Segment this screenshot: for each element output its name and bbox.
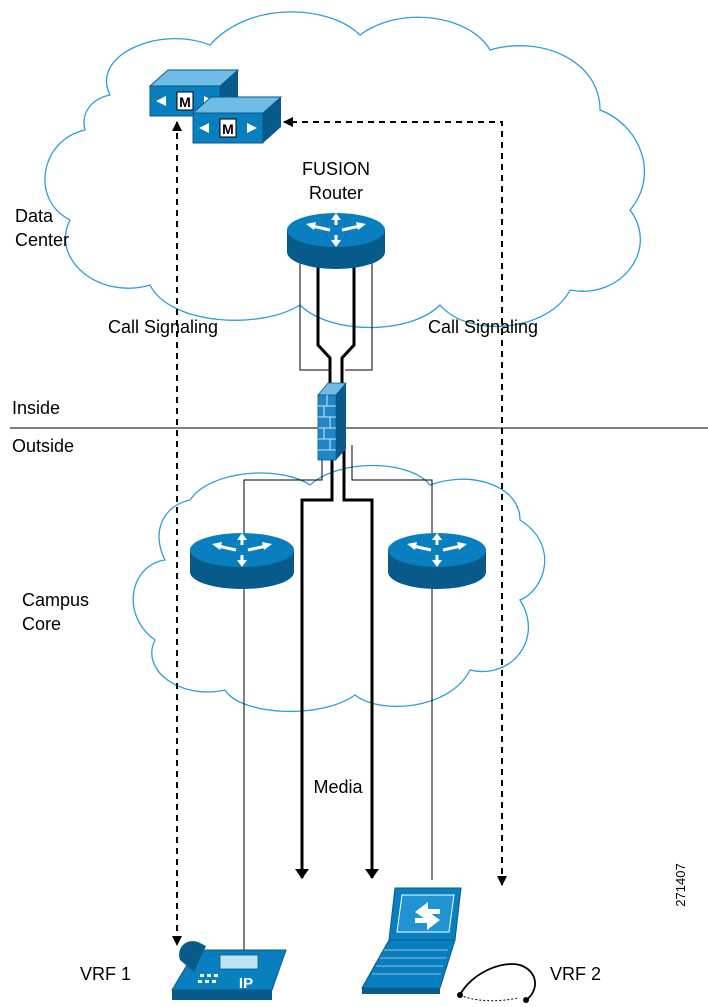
call-manager-icon: M — [191, 96, 283, 144]
router-icon — [388, 533, 486, 589]
data-center-cloud — [44, 11, 646, 329]
laptop-icon — [361, 887, 462, 994]
call-signaling-right-arrow — [283, 117, 507, 886]
call-manager-icon: M — [148, 69, 240, 117]
call-signaling-left-label: Call Signaling — [108, 317, 218, 337]
vrf2-label: VRF 2 — [550, 964, 601, 984]
ip-phone-icon: IP — [171, 941, 287, 1000]
firewall-campus-links — [243, 445, 433, 550]
router-icon — [190, 533, 294, 589]
headset-icon — [459, 963, 536, 1002]
media-paths — [295, 445, 379, 879]
inside-label: Inside — [12, 398, 60, 418]
figure-id: 271407 — [673, 863, 688, 906]
manager-badge-1: M — [179, 94, 191, 110]
headset-earpiece — [523, 997, 529, 1003]
ip-phone-badge: IP — [239, 975, 253, 992]
fusion-router-label: Router — [309, 183, 363, 203]
manager-badge-2: M — [222, 121, 234, 137]
campus-core-cloud — [132, 464, 546, 713]
campus-core-label: Core — [22, 614, 61, 634]
data-center-label: Data — [15, 206, 54, 226]
fusion-router-label: FUSION — [302, 159, 370, 179]
router-icon — [287, 213, 385, 269]
data-center-label: Center — [15, 230, 69, 250]
firewall-icon — [317, 382, 347, 461]
call-signaling-right-label: Call Signaling — [428, 317, 538, 337]
headset-earpiece — [457, 992, 463, 998]
fusion-firewall-links — [299, 262, 373, 390]
vrf1-label: VRF 1 — [80, 964, 131, 984]
outside-label: Outside — [12, 436, 74, 456]
media-label: Media — [313, 777, 363, 797]
campus-core-label: Campus — [22, 590, 89, 610]
